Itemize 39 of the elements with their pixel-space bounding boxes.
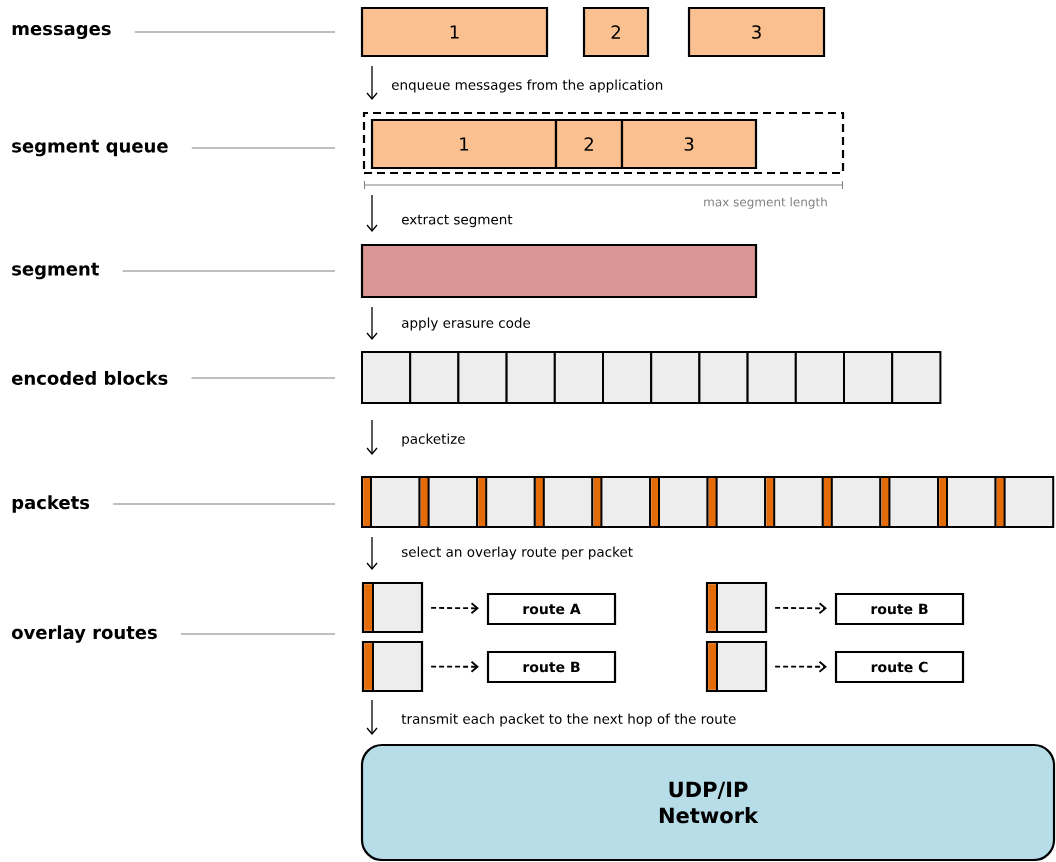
route-box: route B <box>486 650 617 684</box>
step-label: apply erasure code <box>402 317 531 331</box>
step-label: enqueue messages from the application <box>391 79 663 93</box>
message-box: 3 <box>620 118 758 170</box>
packet-box <box>705 640 768 693</box>
route-box: route A <box>486 592 617 626</box>
leader-line <box>191 147 336 149</box>
arrow <box>430 602 479 615</box>
packet-box <box>361 640 424 693</box>
step-label: select an overlay route per packet <box>401 546 633 560</box>
row-label: encoded blocks <box>11 371 168 385</box>
message-box: 2 <box>582 6 650 58</box>
leader-line <box>134 31 336 33</box>
row-label: packets <box>12 495 90 513</box>
network-box: UDP/IP Network <box>360 743 1056 862</box>
message-box: 1 <box>360 6 549 58</box>
segment-queue-box <box>362 111 845 175</box>
leader-line <box>191 377 336 379</box>
segment-bar <box>360 243 758 299</box>
arrow <box>430 660 479 673</box>
leader-line <box>112 503 336 505</box>
message-box: 3 <box>687 6 826 58</box>
row-label: segment queue <box>12 139 168 157</box>
row-label: overlay routes <box>11 625 157 643</box>
arrow <box>774 660 827 673</box>
row-label: messages <box>12 25 111 39</box>
packet-box <box>361 581 424 634</box>
arrow <box>774 602 827 615</box>
step-label: packetize <box>402 433 465 447</box>
route-box: route C <box>834 650 965 684</box>
step-label: extract segment <box>401 214 513 228</box>
leader-line <box>180 633 336 635</box>
row-label: segment <box>12 262 99 280</box>
packet-box <box>705 581 768 634</box>
message-box: 2 <box>554 118 624 170</box>
leader-line <box>122 270 336 272</box>
route-box: route B <box>834 592 965 626</box>
step-label: transmit each packet to the next hop of the route <box>401 713 736 727</box>
dimension-label: max segment length <box>704 197 827 209</box>
